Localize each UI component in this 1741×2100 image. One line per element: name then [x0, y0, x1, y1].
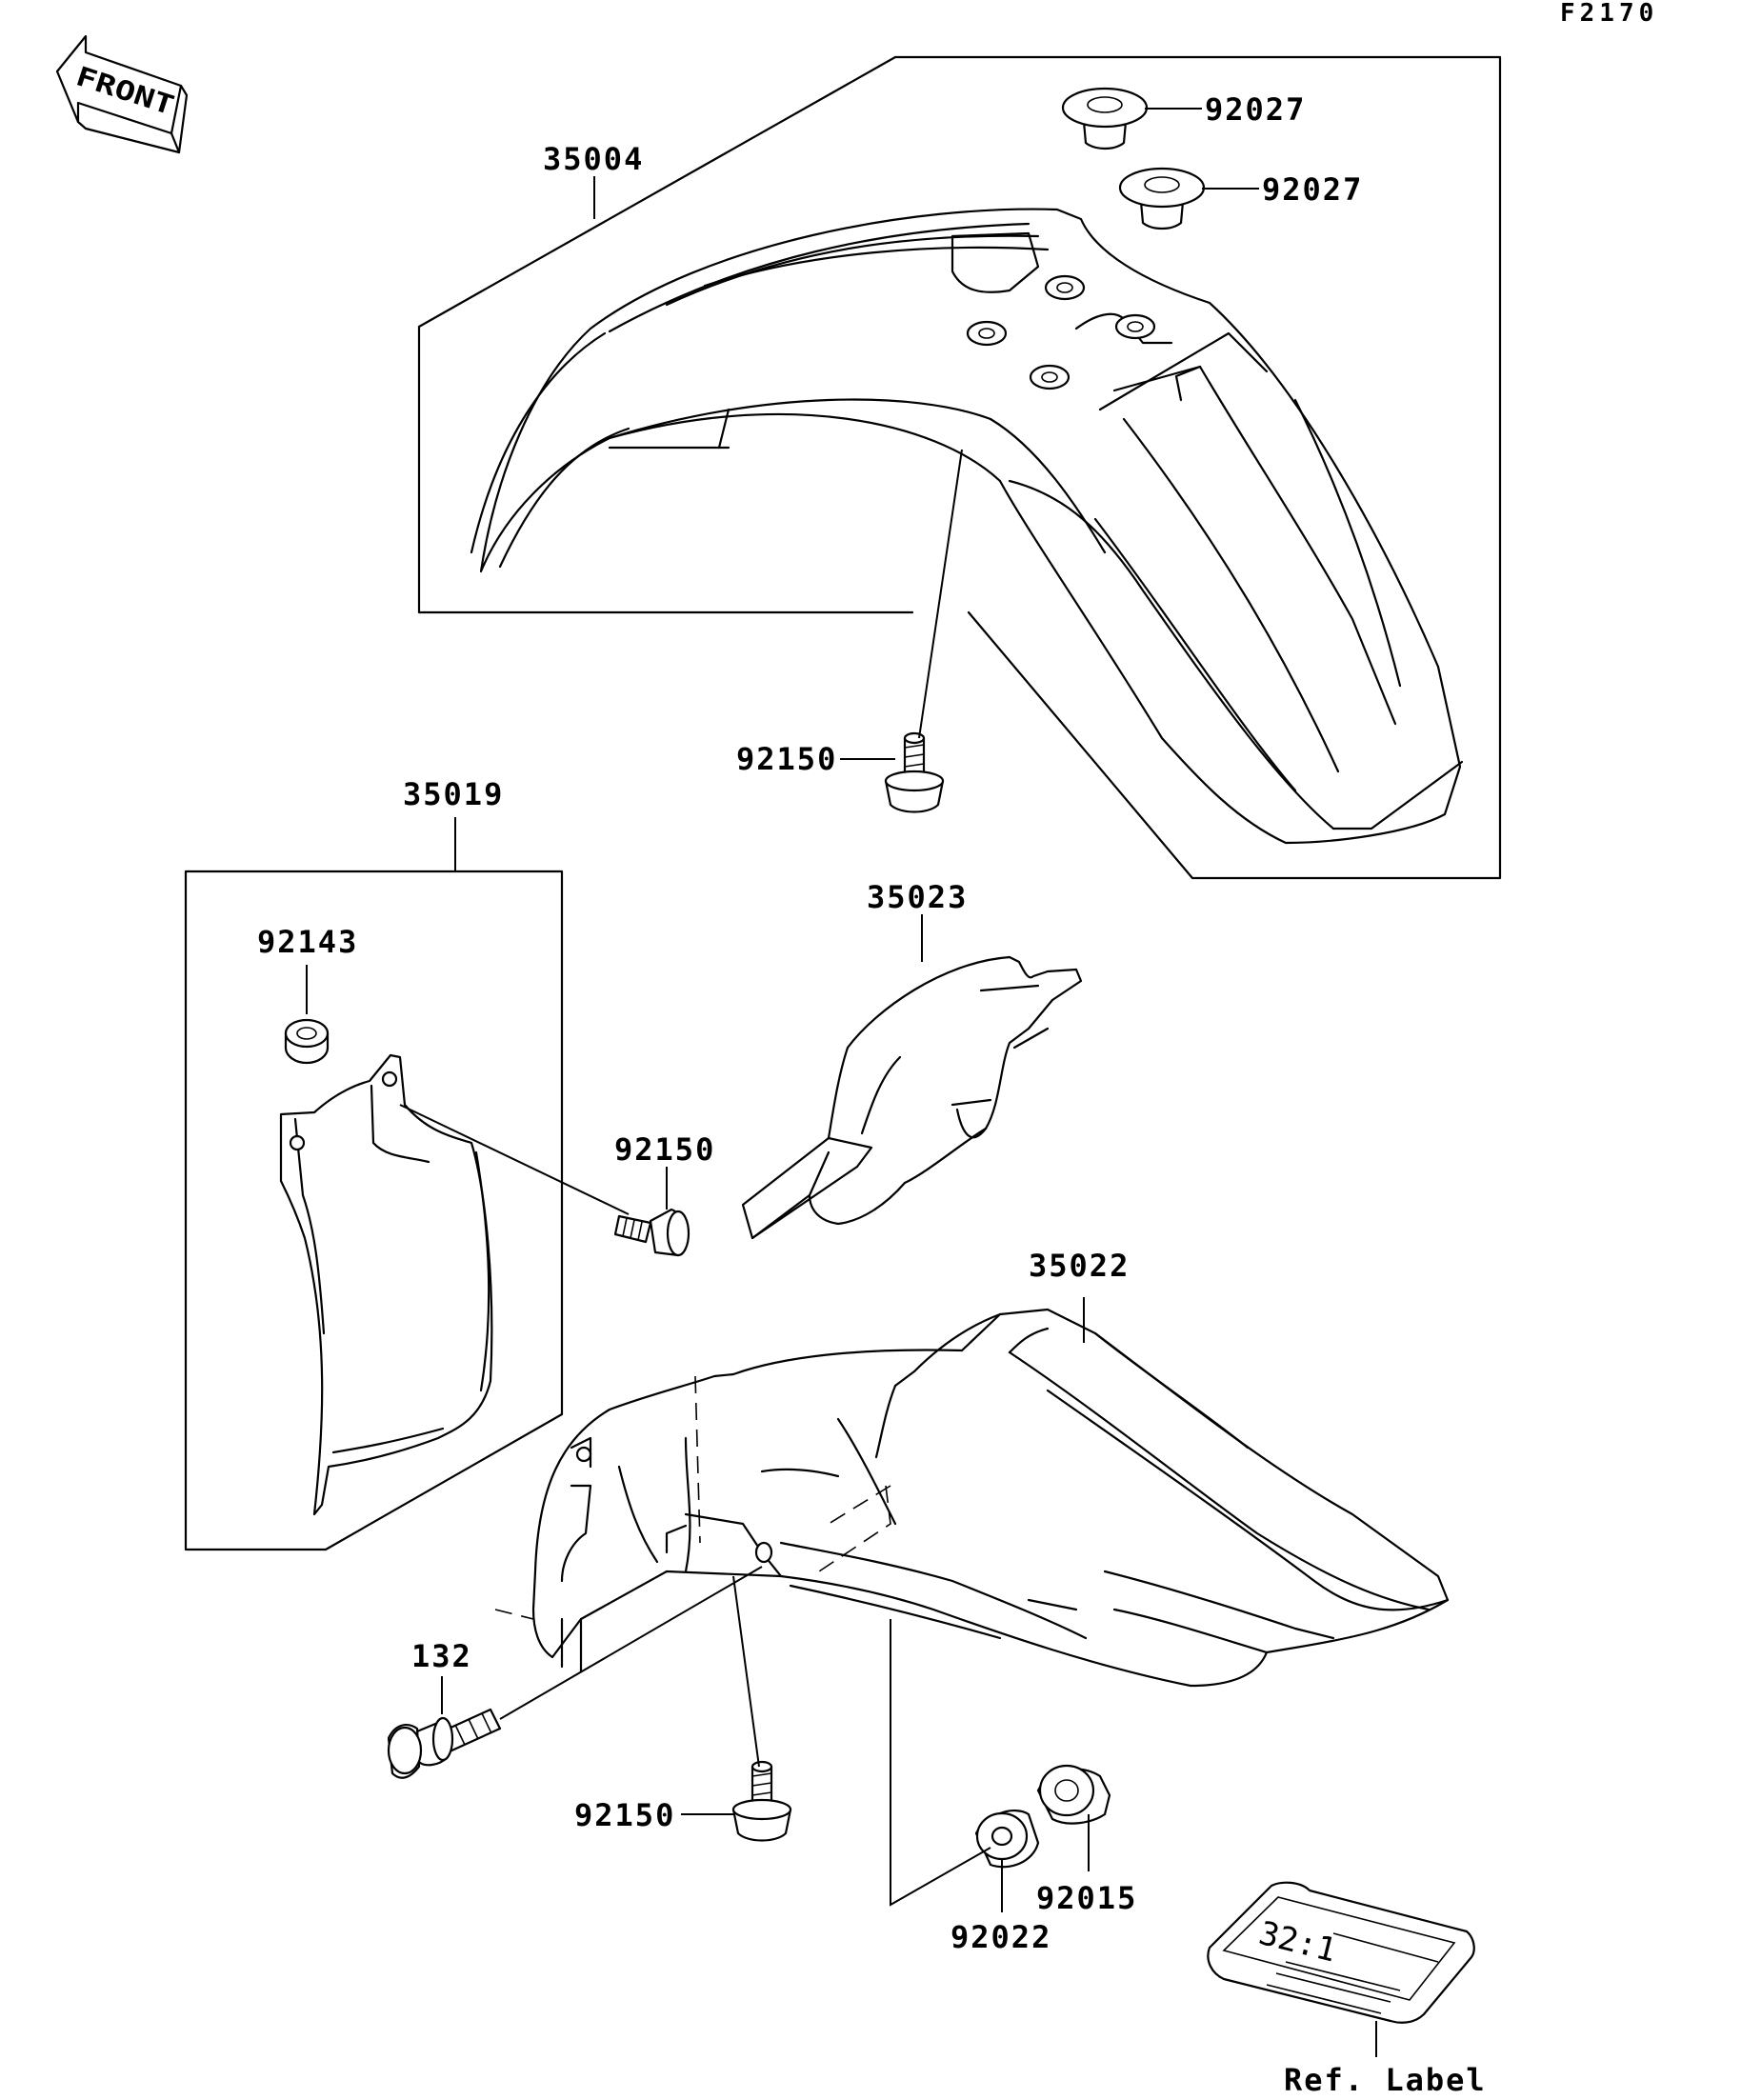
part-label-92143: 92143 [257, 924, 358, 960]
part-label-92150-bottom: 92150 [574, 1797, 675, 1833]
ref-label-plate-icon: 32:1 [1207, 1881, 1475, 2024]
front-arrow-icon: FRONT [55, 34, 189, 154]
part-label-35004: 35004 [543, 141, 644, 177]
washer-92022-icon [974, 1810, 1040, 1869]
bolt-92150-bottom-icon [731, 1760, 792, 1842]
bolt-92150-top-icon [884, 731, 945, 813]
front-fender-group-box [893, 55, 1502, 880]
flanged-bolt-132-icon [387, 1708, 502, 1779]
rear-fender-drawing [494, 1308, 1450, 1688]
diagram-code: F2170 [1560, 0, 1658, 28]
part-label-92150-top: 92150 [736, 741, 837, 777]
part-label-92027-b: 92027 [1262, 171, 1363, 208]
bolt-92150-middle-icon [613, 1208, 690, 1257]
front-fender-drawing [470, 208, 1464, 845]
mudflap-group-box [184, 870, 564, 1551]
part-label-92150-middle: 92150 [614, 1131, 715, 1168]
collar-92143-icon [284, 1018, 330, 1065]
rear-flap-drawing [741, 955, 1083, 1240]
part-label-92022: 92022 [951, 1919, 1051, 1955]
ref-label-text: Ref. Label [1284, 2062, 1487, 2098]
part-label-132: 132 [411, 1638, 472, 1674]
part-label-35019: 35019 [403, 776, 504, 812]
grommet-92027-a-icon [1061, 87, 1149, 150]
part-label-92015: 92015 [1036, 1880, 1137, 1916]
nut-92015-icon [1036, 1764, 1111, 1825]
part-label-92027-a: 92027 [1205, 91, 1306, 128]
part-label-35023: 35023 [867, 879, 968, 915]
part-label-35022: 35022 [1029, 1248, 1130, 1284]
grommet-92027-b-icon [1118, 167, 1206, 230]
mud-flap-drawing [279, 1053, 493, 1516]
